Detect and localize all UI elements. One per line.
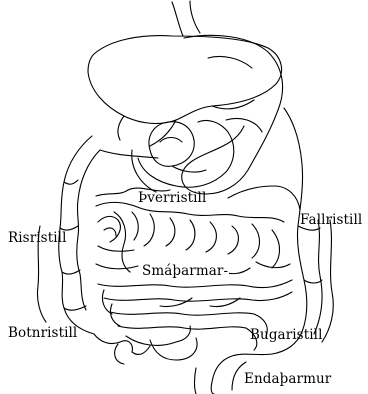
cecum xyxy=(94,334,150,364)
label-thverristill: Þverristill xyxy=(138,192,206,206)
liver xyxy=(88,36,282,146)
stomach xyxy=(182,35,283,194)
label-fallristill: Fallristill xyxy=(300,214,362,228)
label-endatharmur: Endaþarmur xyxy=(244,373,331,387)
label-botnristill: Botnristill xyxy=(8,327,77,341)
label-smatharmar: Smáþarmar- xyxy=(141,265,229,279)
esophagus xyxy=(172,1,200,36)
colon xyxy=(59,108,322,354)
label-bugaristill: Bugaristill xyxy=(250,329,322,343)
label-risristill: Risristill xyxy=(8,232,67,246)
